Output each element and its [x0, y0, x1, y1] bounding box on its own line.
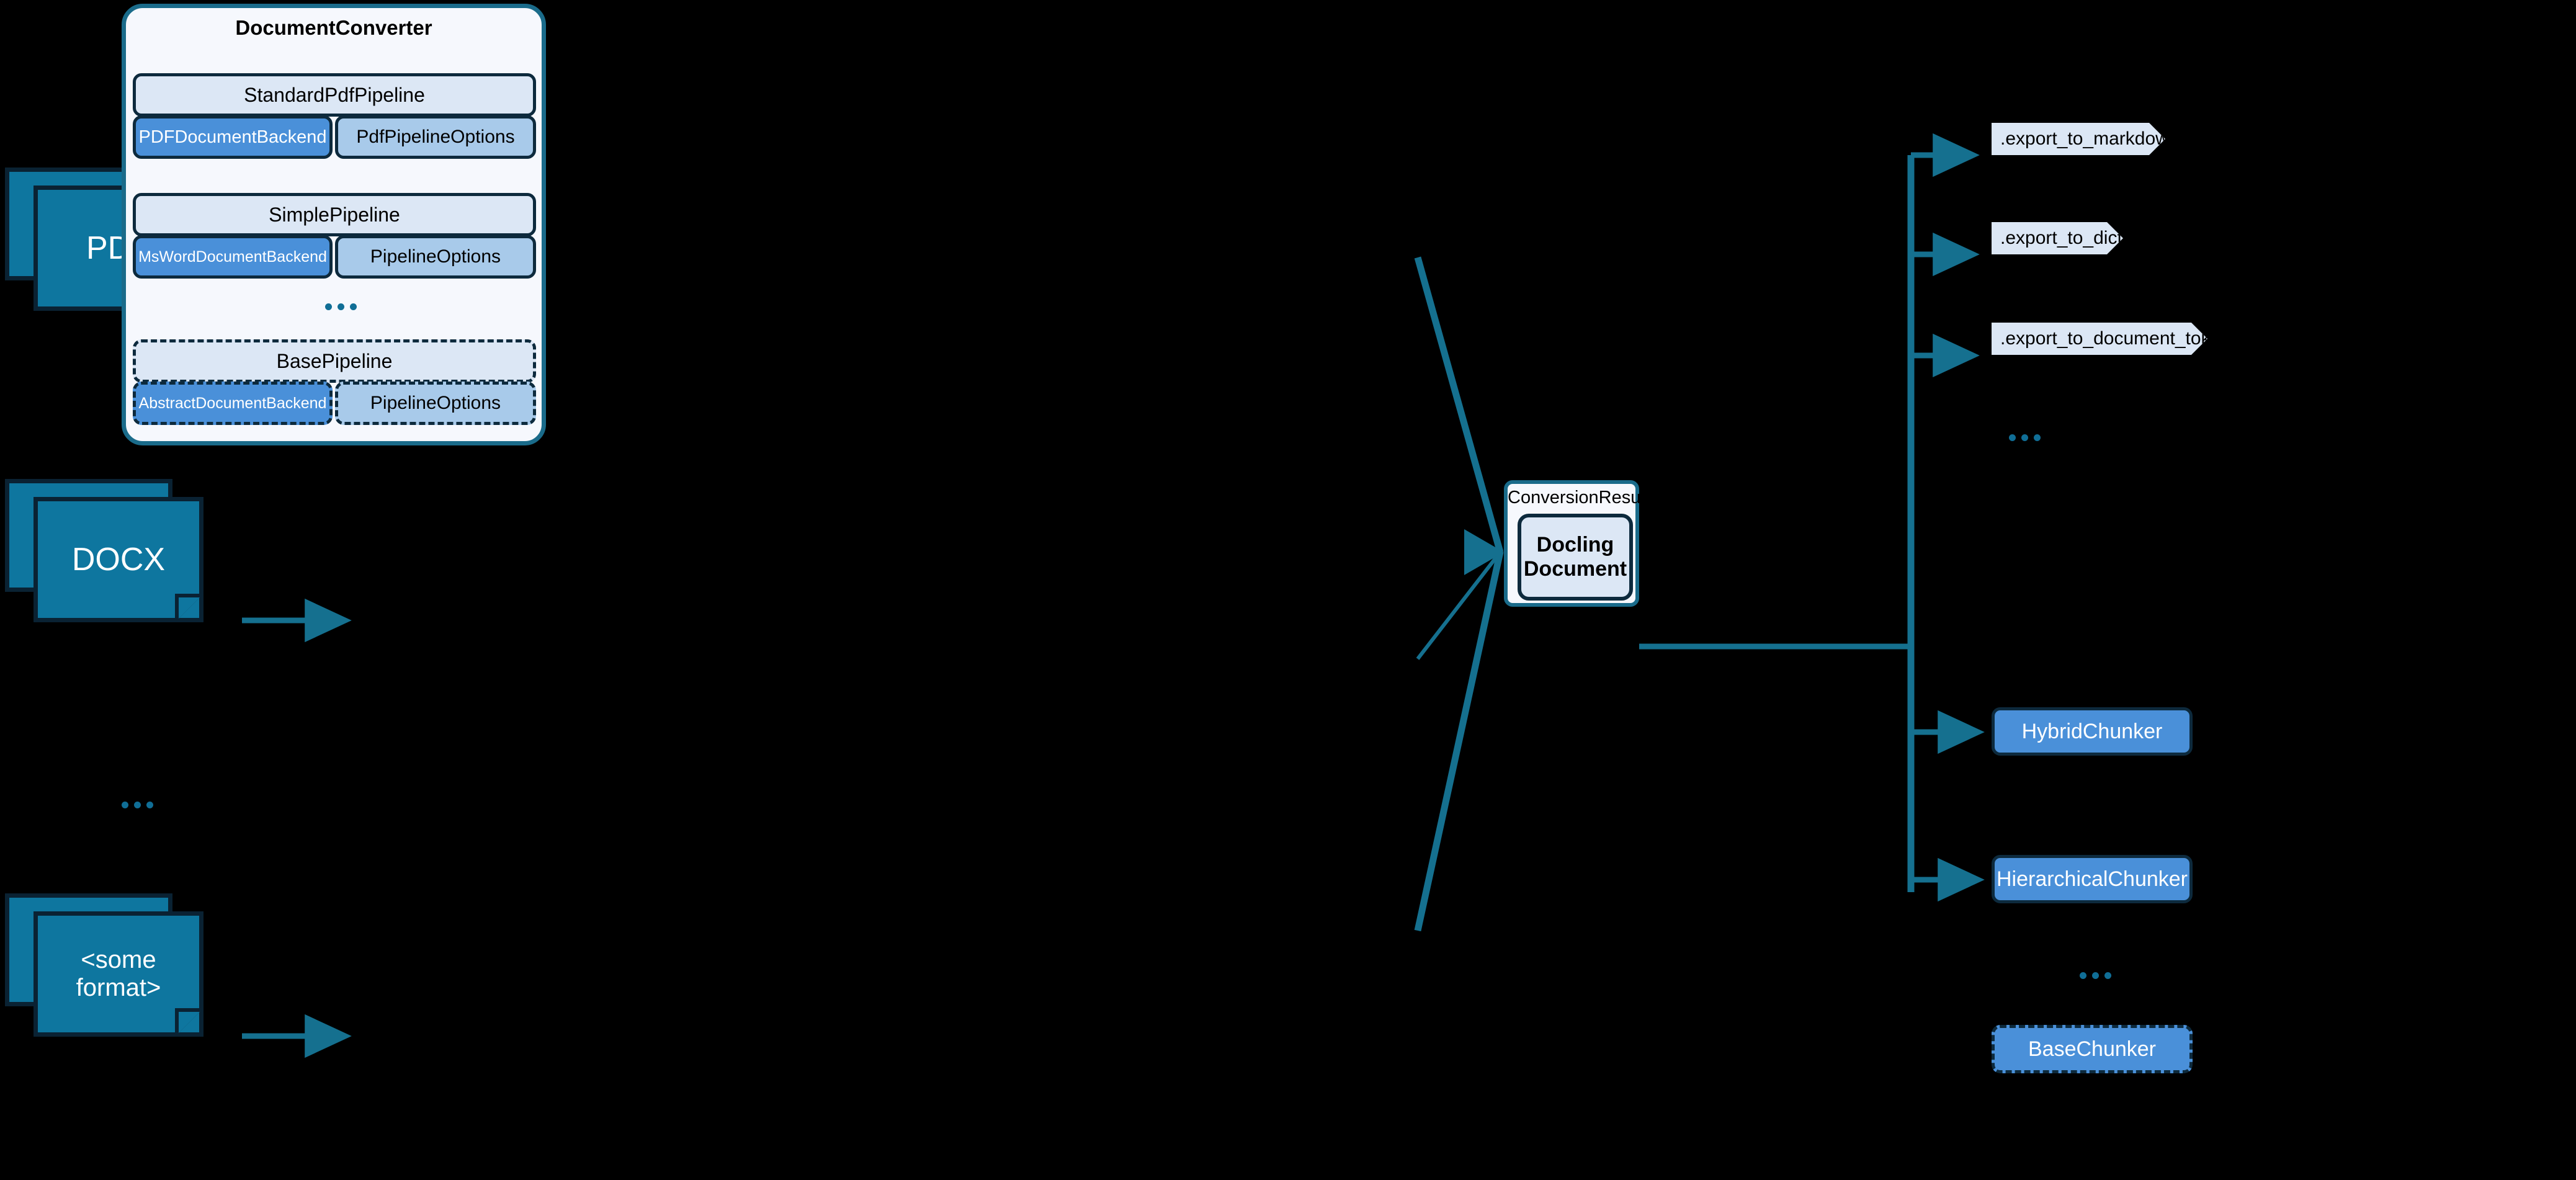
input-document-label: <some format> [76, 946, 161, 1001]
options-pdfpipelineoptions[interactable]: PdfPipelineOptions [335, 115, 536, 159]
input-documents-ellipsis [122, 802, 153, 808]
wire-simple-to-result [1416, 551, 1502, 660]
options-pipelineoptions-simple[interactable]: PipelineOptions [335, 235, 536, 279]
wire-standardpdf-to-result [1414, 256, 1504, 553]
backend-abstractdocumentbackend[interactable]: AbstractDocumentBackend [133, 382, 333, 425]
other-icon-fold-inner [179, 1012, 200, 1033]
exports-ellipsis [2009, 434, 2041, 441]
wire-base-to-result [1414, 551, 1504, 932]
conversion-result-title: ConversionResult [1508, 488, 1650, 507]
pipeline-group-simplepipeline[interactable]: SimplePipeline MsWordDocumentBackend Pip… [133, 193, 536, 279]
pipeline-group-standardpdfpipeline[interactable]: StandardPdfPipeline PDFDocumentBackend P… [133, 73, 536, 159]
pipeline-group-basepipeline[interactable]: BasePipeline AbstractDocumentBackend Pip… [133, 339, 536, 425]
chunker-basechunker[interactable]: BaseChunker [1992, 1025, 2193, 1073]
result-arrowhead [1464, 529, 1504, 575]
docx-icon-fold-inner [179, 597, 200, 619]
input-document-label: DOCX [71, 541, 166, 578]
input-document-other[interactable]: <some format> [5, 893, 242, 1037]
docling-document-box[interactable]: Docling Document [1518, 514, 1633, 601]
chunker-hierarchicalchunker[interactable]: HierarchicalChunker [1992, 855, 2193, 903]
pipeline-name-simplepipeline[interactable]: SimplePipeline [133, 193, 536, 236]
conversion-result-container: ConversionResult Docling Document [1504, 480, 1650, 607]
document-converter-title: DocumentConverter [235, 16, 432, 39]
export-tag-document-tokens[interactable]: .export_to_document_tokens() [1992, 323, 2207, 355]
export-tag-markdown[interactable]: .export_to_markdown() [1992, 123, 2165, 155]
pipeline-name-basepipeline[interactable]: BasePipeline [133, 339, 536, 383]
input-document-docx[interactable]: DOCX [5, 479, 242, 623]
options-pipelineoptions-base[interactable]: PipelineOptions [335, 382, 536, 425]
chunkers-ellipsis [2080, 972, 2111, 979]
backend-pdfdocumentbackend[interactable]: PDFDocumentBackend [133, 115, 333, 159]
pipelines-ellipsis [325, 303, 357, 310]
export-tag-dict[interactable]: .export_to_dict() [1992, 222, 2123, 254]
pipeline-name-standardpdfpipeline[interactable]: StandardPdfPipeline [133, 73, 536, 117]
chunker-hybridchunker[interactable]: HybridChunker [1992, 707, 2193, 756]
backend-msworddocumentbackend[interactable]: MsWordDocumentBackend [133, 235, 333, 279]
